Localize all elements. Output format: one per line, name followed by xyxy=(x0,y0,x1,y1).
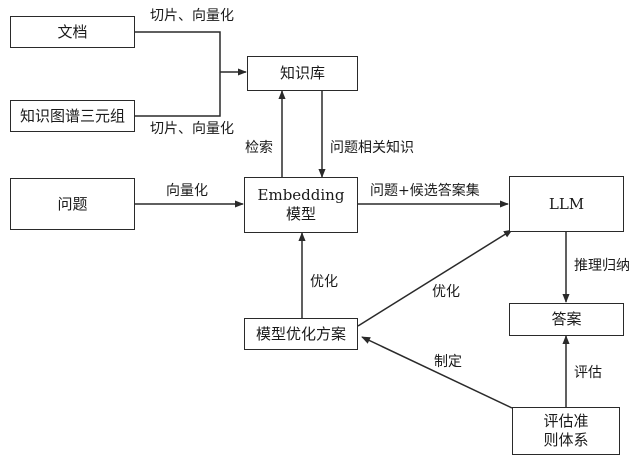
node-embedding-line2: 模型 xyxy=(285,205,316,223)
label-formulate: 制定 xyxy=(434,354,462,370)
label-optimize-llm: 优化 xyxy=(432,284,460,300)
node-answer: 答案 xyxy=(509,303,624,336)
label-retrieve: 检索 xyxy=(245,140,273,156)
node-llm-label: LLM xyxy=(548,194,585,213)
node-answer-label: 答案 xyxy=(551,310,582,328)
label-optimize-embedding: 优化 xyxy=(310,274,338,290)
node-question-label: 问题 xyxy=(57,194,88,213)
node-eval-system: 评估准 则体系 xyxy=(512,407,620,455)
node-llm: LLM xyxy=(509,176,624,232)
label-question-candidates: 问题+候选答案集 xyxy=(370,183,480,199)
node-document: 文档 xyxy=(10,16,135,48)
node-eval-line2: 则体系 xyxy=(543,431,589,449)
edge-optimize-llm xyxy=(357,229,513,327)
node-embedding-line1: Embedding xyxy=(257,186,345,204)
node-kg-triples: 知识图谱三元组 xyxy=(10,100,135,132)
label-reasoning: 推理归纳 xyxy=(574,258,630,274)
label-doc-to-kb: 切片、向量化 xyxy=(150,8,234,24)
node-eval-line1: 评估准 xyxy=(543,412,589,430)
label-related-knowledge: 问题相关知识 xyxy=(330,140,414,156)
node-knowledge-base: 知识库 xyxy=(247,56,358,91)
node-optimization-plan: 模型优化方案 xyxy=(244,318,358,350)
label-vectorize: 向量化 xyxy=(166,183,208,199)
label-evaluate: 评估 xyxy=(574,365,602,381)
node-kg-triples-label: 知识图谱三元组 xyxy=(19,106,125,125)
node-optimization-plan-label: 模型优化方案 xyxy=(255,324,346,343)
node-knowledge-base-label: 知识库 xyxy=(279,64,325,82)
edge-formulate xyxy=(361,336,513,409)
node-question: 问题 xyxy=(10,178,135,230)
node-embedding-model: Embedding 模型 xyxy=(244,177,358,233)
node-document-label: 文档 xyxy=(57,22,88,41)
label-kg-to-kb: 切片、向量化 xyxy=(150,121,234,137)
edge-doc-merge xyxy=(135,31,221,117)
